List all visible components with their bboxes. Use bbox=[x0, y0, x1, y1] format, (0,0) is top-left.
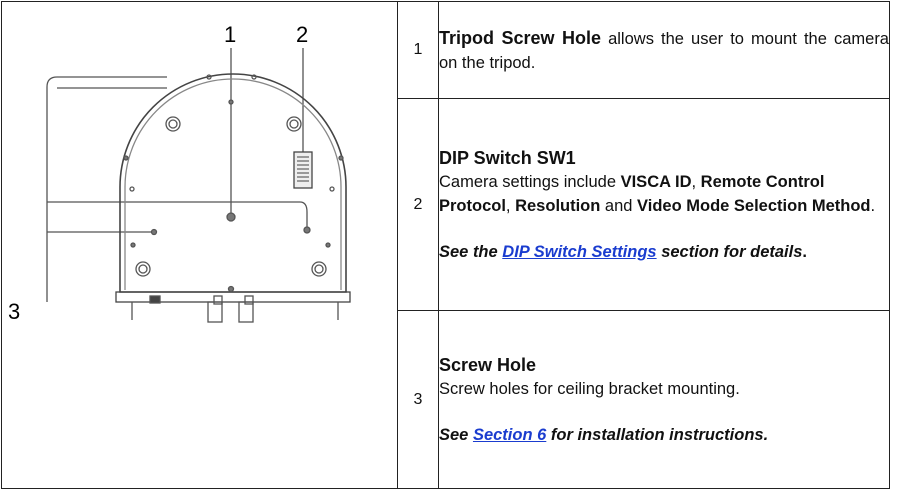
tripod-screw-hole-text: allows the user to mount the camera on t… bbox=[439, 29, 889, 72]
screw-hole-note: See Section 6 for installation instructi… bbox=[439, 425, 769, 444]
row-1-number: 1 bbox=[397, 1, 439, 99]
tripod-screw-hole-title: Tripod Screw Hole bbox=[439, 27, 602, 48]
bracket-outline bbox=[46, 76, 167, 302]
section-6-link[interactable]: Section 6 bbox=[472, 425, 547, 444]
dip-switch-text: Camera settings include VISCA ID, Remote… bbox=[439, 172, 876, 215]
callout-2-label: 2 bbox=[296, 22, 308, 47]
row-3-description: Screw Hole Screw holes for ceiling brack… bbox=[438, 310, 890, 489]
camera-body-outline bbox=[119, 73, 347, 293]
callout-1-label: 1 bbox=[224, 22, 236, 47]
dip-switch-settings-link[interactable]: DIP Switch Settings bbox=[502, 242, 657, 261]
camera-base-plate bbox=[115, 291, 351, 303]
dip-switch-title: DIP Switch SW1 bbox=[439, 147, 576, 168]
row-2-description: DIP Switch SW1 Camera settings include V… bbox=[438, 98, 890, 311]
row-3-number: 3 bbox=[397, 310, 439, 489]
screw-hole-text: Screw holes for ceiling bracket mounting… bbox=[439, 379, 740, 398]
screw-hole-left bbox=[150, 228, 158, 236]
dip-switch-note: See the DIP Switch Settings section for … bbox=[439, 242, 807, 261]
screw-hole-title: Screw Hole bbox=[439, 354, 537, 375]
callout-3-label: 3 bbox=[8, 299, 20, 324]
spec-table: 1 2 3 1 Tripod Screw Hole allows the use… bbox=[1, 1, 890, 489]
row-1-description: Tripod Screw Hole allows the user to mou… bbox=[438, 1, 890, 99]
camera-bottom-figure: 1 2 3 bbox=[1, 1, 398, 489]
row-2-number: 2 bbox=[397, 98, 439, 311]
camera-bottom-diagram: 1 2 3 bbox=[8, 22, 351, 324]
tripod-screw-hole bbox=[226, 212, 236, 222]
screw-hole-right bbox=[303, 226, 311, 234]
callout-3-upper-leader bbox=[47, 201, 308, 230]
